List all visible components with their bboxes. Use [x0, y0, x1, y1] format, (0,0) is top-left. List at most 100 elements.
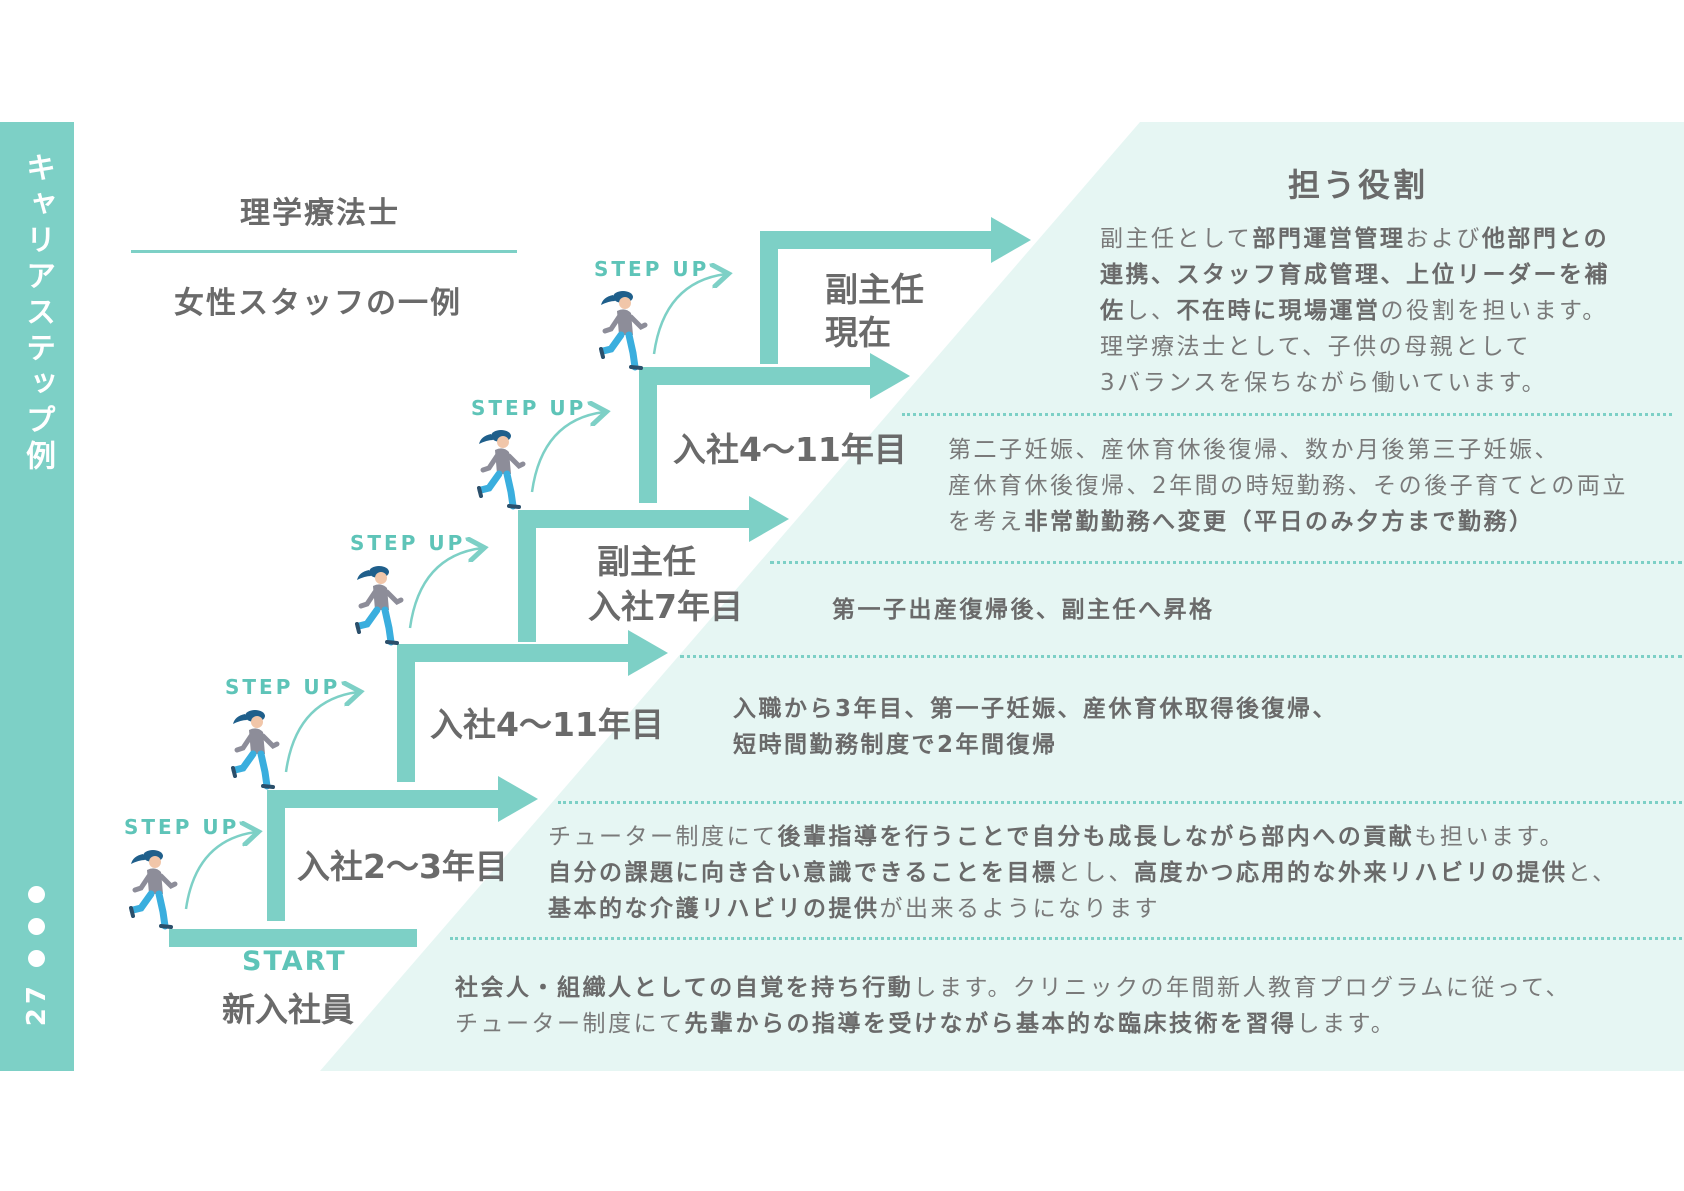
step-up-label: STEP UP: [350, 531, 466, 555]
row-divider: [450, 937, 1682, 940]
runner-icon: [601, 291, 645, 368]
curve-arrow-icon: [530, 412, 604, 493]
plain-text: および: [1405, 226, 1482, 252]
description-line: 副主任として部門運営管理および他部門との: [1100, 221, 1610, 257]
stage-label: 副主任: [825, 270, 924, 309]
step-up-label: STEP UP: [124, 815, 240, 839]
row-divider: [902, 413, 1672, 416]
emphasis-text: 自分の課題に向き合い意識できることを目標: [548, 860, 1058, 886]
curve-arrow-icon: [184, 832, 256, 910]
dot-icon: [28, 918, 45, 935]
step-up-label: STEP UP: [225, 675, 341, 699]
step-tread: [639, 367, 875, 385]
curve-arrow-icon: [284, 692, 358, 773]
page-title: 理学療法士: [240, 196, 400, 231]
emphasis-text: 不在時に現場運営: [1176, 298, 1381, 324]
stage-label: 入社4〜11年目: [673, 430, 907, 469]
step-up-label: STEP UP: [594, 257, 710, 281]
step-riser: [267, 790, 285, 921]
step-tread: [397, 644, 633, 662]
step-riser: [397, 644, 415, 782]
description-year-4-11-b: 第二子妊娠、産休育休後復帰、数か月後第三子妊娠、 産休育休後復帰、2年間の時短勤…: [948, 432, 1628, 540]
arrow-head: [498, 776, 538, 822]
plain-text: も担います。: [1414, 824, 1566, 850]
arrow-head: [870, 353, 910, 399]
arrow-head: [991, 217, 1031, 263]
description-line: 基本的な介護リハビリの提供が出来るようになります: [548, 891, 1618, 927]
step-tread: [267, 790, 503, 808]
emphasis-text: 非常勤勤務へ変更（平日のみ夕方まで勤務）: [1024, 509, 1535, 535]
plain-text: を考え: [948, 509, 1025, 535]
start-base-bar: [169, 929, 417, 947]
description-line: チューター制度にて先輩からの指導を受けながら基本的な臨床技術を習得します。: [455, 1006, 1571, 1042]
description-line: 佐し、不在時に現場運営の役割を担います。: [1100, 293, 1610, 329]
description-new-employee: 社会人・組織人としての自覚を持ち行動します。クリニックの年間新人教育プログラムに…: [455, 970, 1571, 1042]
curve-arrow-icon: [408, 548, 482, 629]
step-tread: [760, 231, 996, 249]
plain-text: します。: [1296, 1011, 1397, 1037]
page-subtitle: 女性スタッフの一例: [174, 286, 462, 321]
runner-icon: [233, 710, 277, 787]
plain-text: と、: [1567, 860, 1618, 886]
description-line: 入職から3年目、第一子妊娠、産休育休取得後復帰、: [733, 696, 1339, 722]
stage-label: 入社4〜11年目: [430, 705, 664, 744]
stage-label: 入社7年目: [588, 587, 743, 626]
role-heading: 担う役割: [1288, 166, 1429, 204]
emphasis-text: 連携、スタッフ育成管理、上位リーダーを補: [1100, 262, 1610, 288]
plain-text: チューター制度にて: [455, 1011, 685, 1037]
description-line: 第二子妊娠、産休育休後復帰、数か月後第三子妊娠、: [948, 437, 1560, 463]
runner-icon: [357, 566, 401, 643]
plain-text: し、: [1125, 298, 1177, 324]
plain-text: の役割を担います。: [1380, 298, 1608, 324]
row-divider: [770, 561, 1682, 564]
plain-text: 副主任として: [1100, 226, 1253, 252]
curve-arrow-icon: [652, 274, 726, 355]
sidebar-title: キャリアステップ例: [20, 152, 55, 476]
description-line: 連携、スタッフ育成管理、上位リーダーを補: [1100, 257, 1610, 293]
row-divider: [558, 801, 1682, 804]
runner-icon: [131, 850, 175, 927]
step-up-label: STEP UP: [471, 396, 587, 420]
runner-icon: [479, 430, 523, 507]
description-assistant-manager-year-7: 第一子出産復帰後、副主任へ昇格: [832, 592, 1215, 628]
emphasis-text: 社会人・組織人としての自覚を持ち行動: [455, 975, 914, 1001]
description-line: チューター制度にて後輩指導を行うことで自分も成長しながら部内への貢献も担います。: [548, 819, 1618, 855]
stage-label: 入社2〜3年目: [297, 847, 508, 886]
step-tread: [518, 510, 754, 528]
dot-icon: [28, 886, 45, 903]
emphasis-text: 部門運営管理: [1252, 226, 1406, 252]
emphasis-text: 佐: [1100, 298, 1126, 324]
description-line: 社会人・組織人としての自覚を持ち行動します。クリニックの年間新人教育プログラムに…: [455, 970, 1571, 1006]
description-line: 短時間勤務制度で2年間復帰: [733, 732, 1058, 758]
description-year-2-3: チューター制度にて後輩指導を行うことで自分も成長しながら部内への貢献も担います。…: [548, 819, 1618, 927]
emphasis-text: 高度かつ応用的な外来リハビリの提供: [1134, 860, 1568, 886]
stage-label: 新入社員: [222, 990, 354, 1029]
description-line: 第一子出産復帰後、副主任へ昇格: [832, 597, 1215, 623]
arrow-head: [749, 496, 789, 542]
emphasis-text: 先輩からの指導を受けながら基本的な臨床技術を習得: [684, 1011, 1297, 1037]
plain-text: が出来るようになります: [879, 896, 1160, 922]
step-riser: [760, 231, 778, 364]
title-divider: [131, 250, 517, 253]
row-divider: [680, 655, 1682, 658]
step-riser: [639, 367, 657, 503]
description-line: 理学療法士として、子供の母親として: [1100, 334, 1531, 360]
emphasis-text: 後輩指導を行うことで自分も成長しながら部内への貢献: [777, 824, 1415, 850]
start-label: START: [242, 946, 347, 977]
plain-text: チューター制度にて: [548, 824, 778, 850]
description-assistant-manager-current: 副主任として部門運営管理および他部門との 連携、スタッフ育成管理、上位リーダーを…: [1100, 221, 1610, 401]
emphasis-text: 基本的な介護リハビリの提供: [548, 896, 880, 922]
stage-label: 副主任: [597, 542, 696, 581]
stage-label: 現在: [825, 313, 891, 352]
arrow-head: [628, 630, 668, 676]
description-line: 3バランスを保ちながら働いています。: [1100, 370, 1548, 396]
plain-text: します。クリニックの年間新人教育プログラムに従って、: [913, 975, 1572, 1001]
description-line: を考え非常勤勤務へ変更（平日のみ夕方まで勤務）: [948, 504, 1628, 540]
plain-text: とし、: [1057, 860, 1135, 886]
description-line: 自分の課題に向き合い意識できることを目標とし、高度かつ応用的な外来リハビリの提供…: [548, 855, 1618, 891]
step-riser: [518, 510, 536, 642]
description-line: 産休育休後復帰、2年間の時短勤務、その後子育てとの両立: [948, 473, 1628, 499]
